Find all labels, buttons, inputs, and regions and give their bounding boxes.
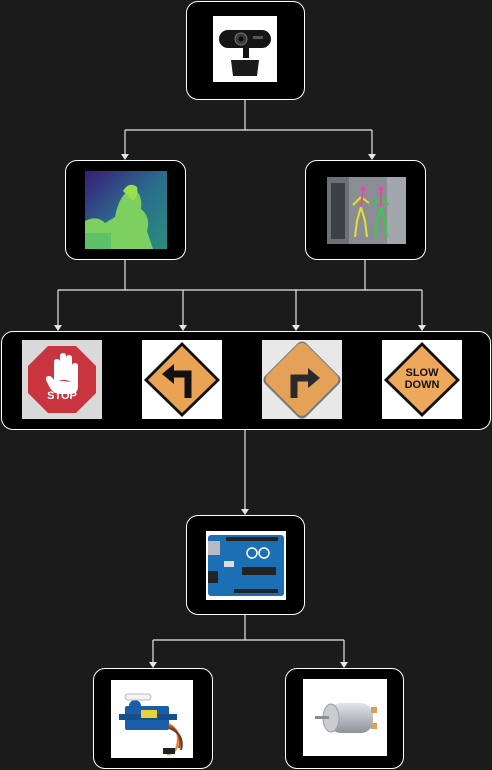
signs-node[interactable]: STOP SLOW DOWN [1, 331, 491, 430]
depth-map-node[interactable] [65, 160, 186, 260]
webcam-icon [213, 16, 277, 82]
stop-hand-sign-icon: STOP [22, 340, 102, 419]
arduino-node[interactable] [186, 515, 305, 615]
pose-estimation-node[interactable] [305, 160, 426, 260]
slow-down-sign-icon: SLOW DOWN [382, 340, 462, 419]
slow-label: SLOW [405, 367, 439, 379]
arduino-board-icon [206, 531, 286, 600]
depth-map-image [85, 171, 167, 249]
dc-motor-icon [303, 679, 387, 756]
servo-motor-icon [111, 680, 193, 758]
slow-down-label: SLOW DOWN [382, 367, 462, 391]
servo-motor-node[interactable] [93, 668, 213, 769]
stop-sign-label: STOP [47, 390, 77, 402]
camera-node[interactable] [186, 1, 305, 100]
turn-right-sign-icon [262, 340, 342, 419]
turn-left-sign-icon [142, 340, 222, 419]
pose-skeleton-image [327, 177, 406, 244]
dc-motor-node[interactable] [285, 668, 404, 769]
down-label: DOWN [404, 379, 440, 391]
